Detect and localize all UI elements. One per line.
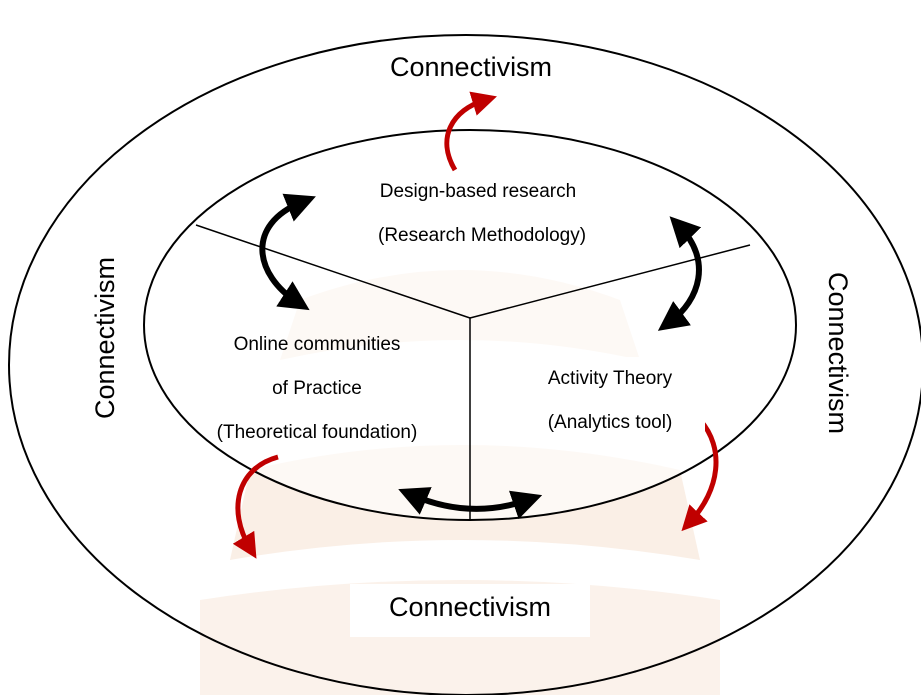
activity-segment-label: Activity Theory (Analytics tool) bbox=[515, 357, 705, 445]
communities-subtitle: (Theoretical foundation) bbox=[216, 422, 418, 443]
outer-ellipse bbox=[8, 34, 921, 695]
communities-title: Online communities bbox=[233, 334, 401, 355]
design-research-title: Design-based research bbox=[379, 181, 577, 202]
activity-theory-title: Activity Theory bbox=[547, 368, 673, 389]
connectivism-bottom-label: Connectivism bbox=[350, 584, 590, 637]
connectivism-left-label: Connectivism bbox=[86, 257, 125, 419]
double-arrow-bottom-icon bbox=[398, 487, 543, 520]
divider-left bbox=[195, 224, 471, 319]
communities-segment-label: Online communities of Practice (Theoreti… bbox=[197, 323, 437, 455]
connectivism-top-label: Connectivism bbox=[380, 48, 555, 87]
double-arrow-left-icon bbox=[259, 193, 316, 311]
connectivism-right-label: Connectivism bbox=[823, 272, 853, 435]
divider-right bbox=[469, 244, 751, 319]
red-arrow-right-icon bbox=[681, 418, 719, 532]
communities-title-2: of Practice bbox=[272, 378, 362, 399]
red-arrow-left-icon bbox=[232, 454, 279, 559]
double-arrow-right-icon bbox=[657, 216, 702, 331]
activity-theory-subtitle: (Analytics tool) bbox=[547, 412, 673, 433]
design-segment-label: Design-based research (Research Methodol… bbox=[378, 170, 587, 258]
red-arrow-top-icon bbox=[444, 91, 497, 172]
design-research-subtitle: (Research Methodology) bbox=[378, 225, 587, 246]
